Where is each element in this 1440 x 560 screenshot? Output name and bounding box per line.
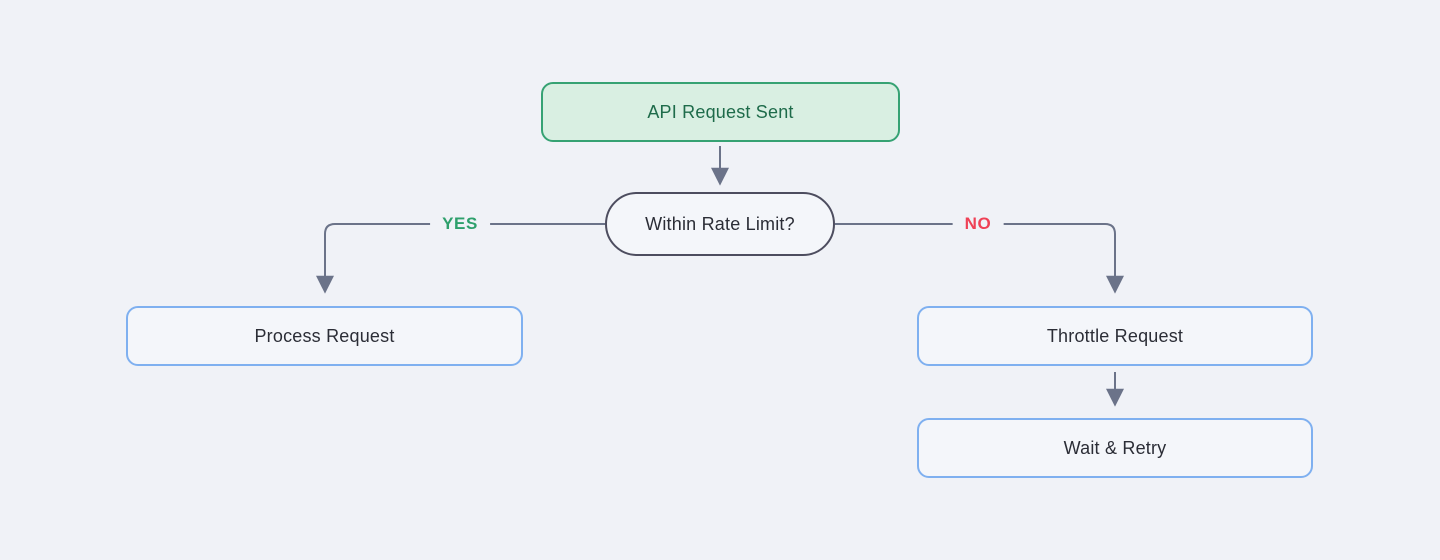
node-wait-retry: Wait & Retry [917, 418, 1313, 478]
node-throttle-request-label: Throttle Request [1046, 325, 1184, 346]
node-within-rate-limit-label: Within Rate Limit? [645, 213, 795, 234]
node-api-request-sent-label: API Request Sent [647, 101, 794, 122]
node-wait-retry-label: Wait & Retry [1063, 437, 1167, 458]
node-process-request-label: Process Request [254, 325, 395, 346]
node-process-request: Process Request [126, 306, 523, 366]
node-throttle-request: Throttle Request [917, 306, 1313, 366]
node-api-request-sent: API Request Sent [541, 82, 900, 142]
edge-label-yes: YES [430, 212, 490, 236]
edge-label-no: NO [952, 212, 1004, 236]
node-within-rate-limit: Within Rate Limit? [605, 192, 835, 256]
